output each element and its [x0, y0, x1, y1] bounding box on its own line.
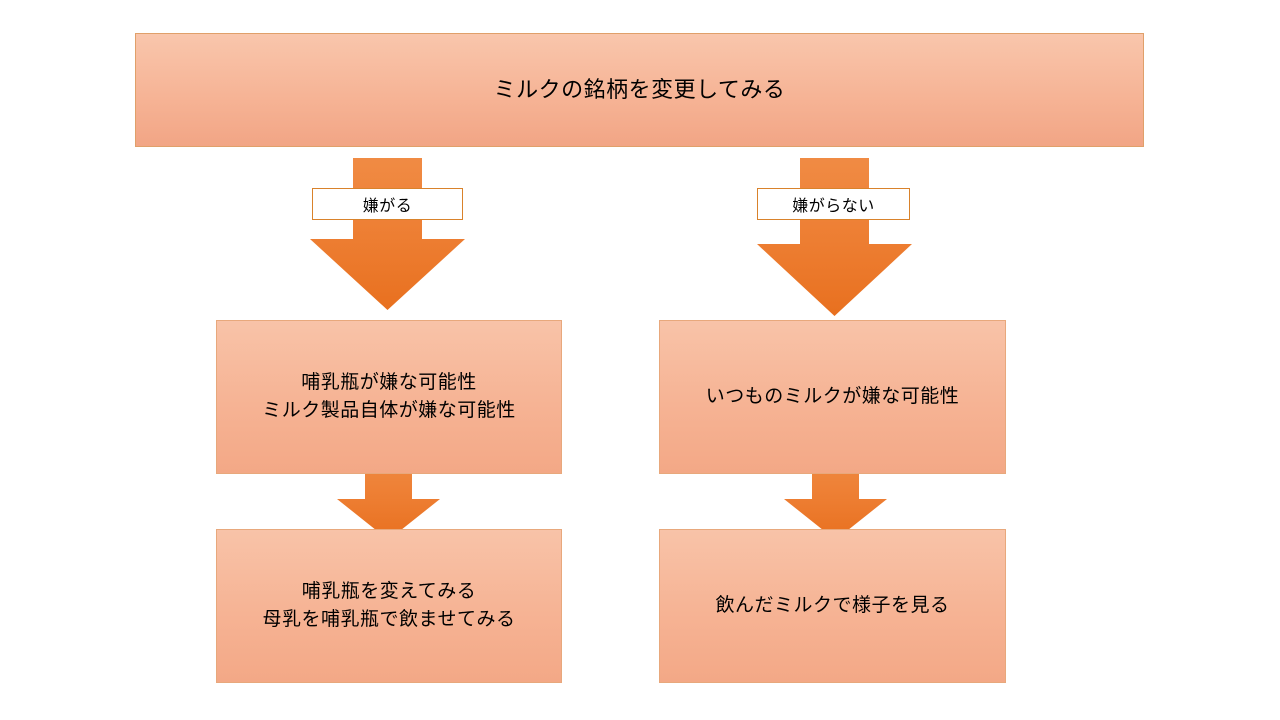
down-arrow-icon-left-branch [310, 158, 465, 310]
process-box-outcome-right-text: いつものミルクが嫌な可能性 [705, 386, 960, 408]
down-arrow-icon-right-branch [757, 158, 912, 316]
process-box-outcome-left-text: 哺乳瓶が嫌な可能性 ミルク製品自体が嫌な可能性 [262, 372, 516, 421]
process-box-outcome-left[interactable]: 哺乳瓶が嫌な可能性 ミルク製品自体が嫌な可能性 [216, 320, 562, 474]
condition-label-right-text: 嫌がらない [792, 198, 875, 215]
process-box-title[interactable]: ミルクの銘柄を変更してみる [135, 33, 1144, 147]
condition-label-left-text: 嫌がる [362, 198, 413, 215]
process-box-action-left-text: 哺乳瓶を変えてみる 母乳を哺乳瓶で飲ませてみる [262, 581, 516, 630]
down-arrow-icon-left-lower [337, 452, 440, 540]
condition-label-left[interactable]: 嫌がる [312, 188, 463, 220]
process-box-action-right-text: 飲んだミルクで様子を見る [715, 595, 950, 617]
down-arrow-icon-right-lower [784, 452, 887, 540]
process-box-title-text: ミルクの銘柄を変更してみる [493, 77, 786, 103]
condition-label-right[interactable]: 嫌がらない [757, 188, 910, 220]
process-box-action-left[interactable]: 哺乳瓶を変えてみる 母乳を哺乳瓶で飲ませてみる [216, 529, 562, 683]
process-box-action-right[interactable]: 飲んだミルクで様子を見る [659, 529, 1006, 683]
process-box-outcome-right[interactable]: いつものミルクが嫌な可能性 [659, 320, 1006, 474]
